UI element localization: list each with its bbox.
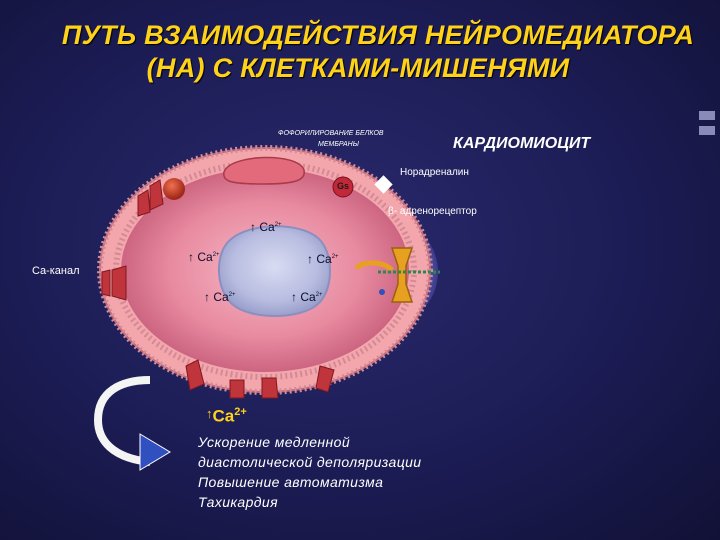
ca-channel-left [101, 265, 127, 301]
noradrenaline-label: Норадреналин [400, 167, 469, 178]
calcium-marker: ↑ Ca2+ [307, 252, 339, 266]
ca-channel-bottom-2 [229, 379, 245, 399]
title-line-2: (НА) С КЛЕТКАМИ-МИШЕНЯМИ [146, 53, 570, 83]
calcium-marker: ↑ Ca2+ [250, 220, 282, 234]
cell-type-label: КАРДИОМИОЦИТ [453, 135, 591, 152]
outcome-line: диастолической деполяризации [198, 454, 422, 470]
title-line-1: ПУТЬ ВЗАИМОДЕЙСТВИЯ НЕЙРОМЕДИАТОРА [61, 20, 695, 50]
ca-channel-bottom-3 [261, 377, 279, 399]
nucleus [217, 225, 331, 317]
beta-adrenoreceptor [354, 247, 440, 303]
calcium-marker: ↑ Ca2+ [188, 250, 220, 264]
outcome-line: Тахикардия [198, 494, 279, 510]
gs-protein [332, 176, 354, 198]
phosphorylation-label-line2: МЕМБРАНЫ [318, 141, 359, 148]
outcome-line: Ускорение медленной [198, 434, 351, 450]
ca-channel-top-left [137, 179, 164, 217]
gs-label: Gs [337, 181, 350, 191]
decor-bar [699, 126, 715, 135]
flow-arrowhead [139, 433, 171, 471]
ca-channels [101, 179, 335, 399]
ca-channel-label: Ca-канал [32, 265, 80, 277]
signal-sphere [163, 178, 185, 200]
flow-arrow-white [93, 376, 151, 466]
ca-channel-bottom-1 [185, 359, 205, 391]
membrane-protein-top [223, 156, 305, 185]
outcome-line: Повышение автоматизма [198, 474, 384, 490]
ca-channel-bottom-4 [315, 365, 335, 393]
calcium-increase-label: ↑Ca2+ [206, 406, 247, 426]
phosphorylation-label-line1: ФОФОРИЛИРОВАНИЕ БЕЛКОВ [278, 130, 384, 137]
calcium-marker: ↑ Ca2+ [291, 290, 323, 304]
decor-bar [699, 111, 715, 120]
calcium-marker: ↑ Ca2+ [204, 290, 236, 304]
noradrenaline-molecule [374, 175, 393, 194]
beta-receptor-label: β- адренорецептор [388, 206, 477, 217]
